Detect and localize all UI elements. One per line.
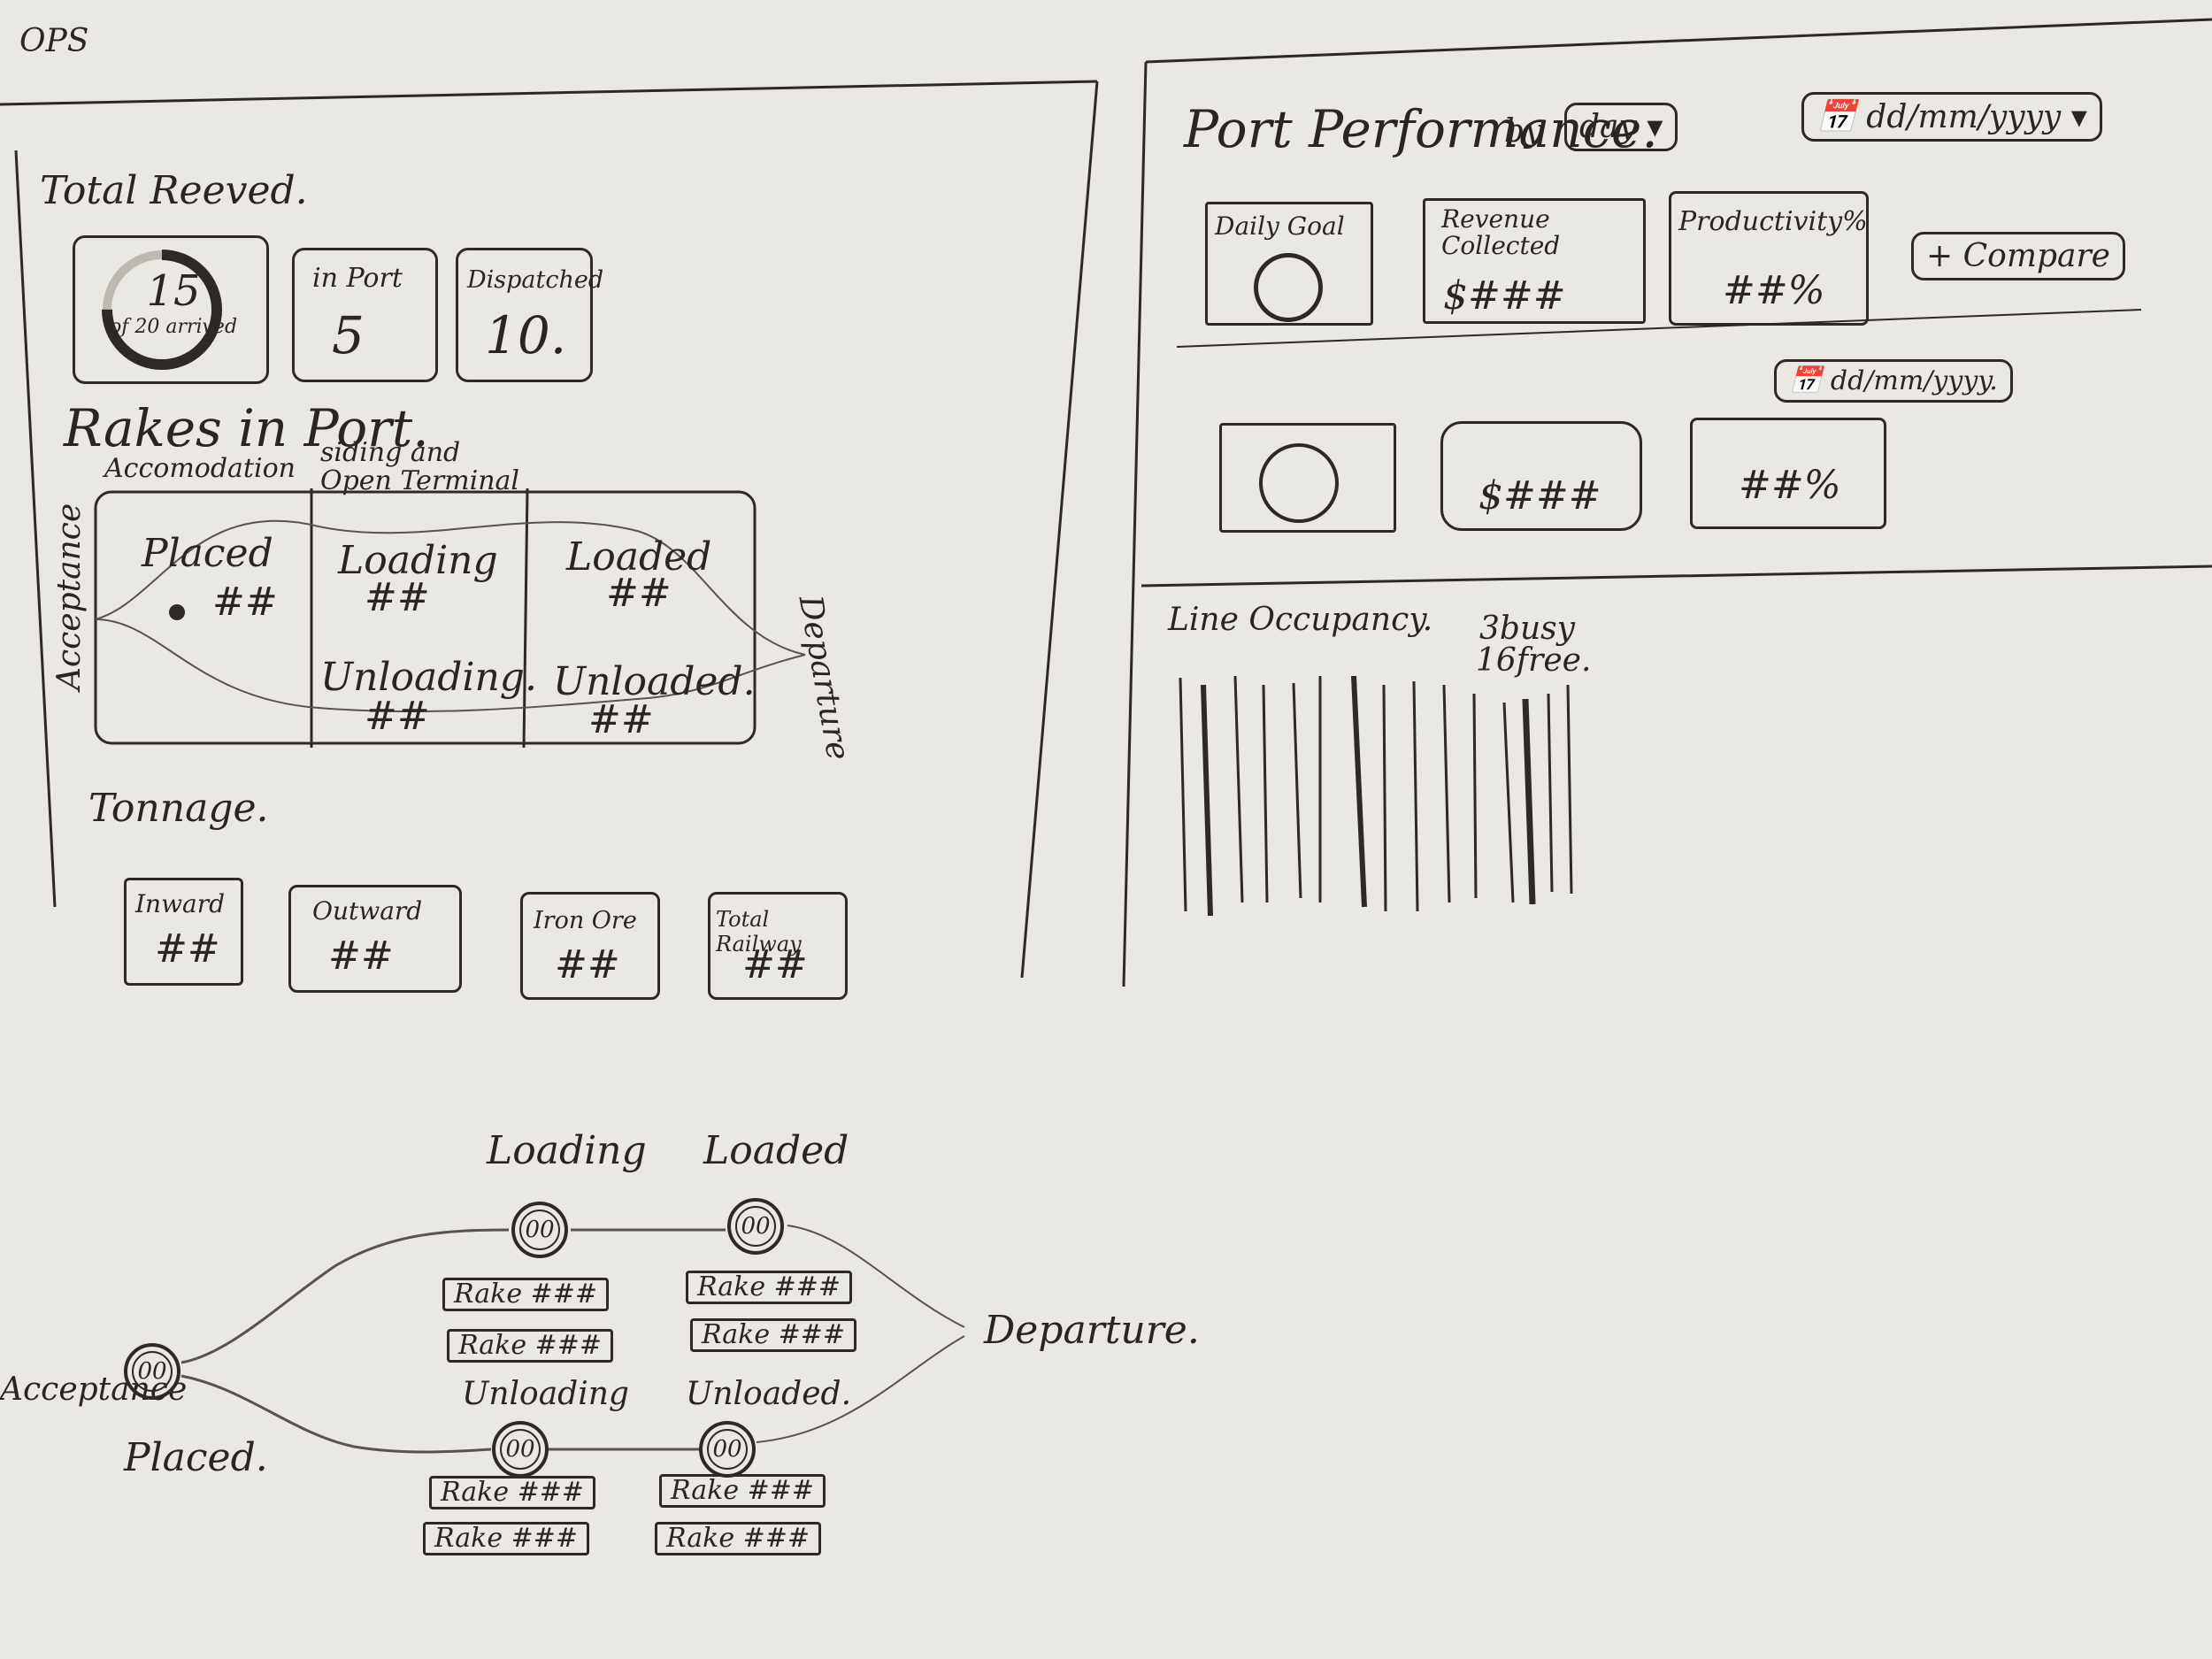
in-port-value: 5: [332, 305, 365, 365]
unloading-label: Unloading.: [320, 655, 537, 700]
tonnage-total-railway-card[interactable]: Total Railway ##: [708, 892, 848, 1000]
compare-date-picker[interactable]: 📅 dd/mm/yyyy.: [1774, 359, 2013, 403]
flow-unloaded-label: Unloaded.: [686, 1376, 852, 1412]
received-subtext: of 20 arrived: [109, 316, 238, 338]
in-port-label: in Port: [312, 263, 403, 294]
placed-node[interactable]: 00: [124, 1343, 180, 1400]
compare-productivity-value: ##%: [1739, 463, 1841, 508]
revenue-card[interactable]: Revenue Collected $###: [1423, 198, 1646, 324]
dispatched-label: Dispatched: [467, 266, 604, 294]
rakes-grid: [94, 488, 806, 749]
unloaded-node[interactable]: 00: [699, 1421, 756, 1478]
loading-rake-2[interactable]: Rake ###: [447, 1329, 614, 1363]
daily-goal-label: Daily Goal: [1215, 211, 1345, 241]
tonnage-title: Tonnage.: [88, 786, 269, 831]
loading-node[interactable]: 00: [511, 1202, 568, 1258]
line-occupancy-free: 16free.: [1476, 642, 1592, 679]
productivity-card[interactable]: Productivity% ##%: [1669, 191, 1869, 326]
tonnage-iron-ore-label: Iron Ore: [534, 907, 637, 934]
tonnage-iron-ore-value: ##: [555, 942, 620, 987]
tonnage-outward-card[interactable]: Outward ##: [288, 885, 462, 993]
chevron-down-icon: ▾: [2070, 99, 2087, 135]
in-port-card[interactable]: in Port 5: [292, 248, 438, 382]
tonnage-iron-ore-card[interactable]: Iron Ore ##: [520, 892, 660, 1000]
revenue-value: $###: [1443, 273, 1566, 319]
unloading-rake-2[interactable]: Rake ###: [423, 1522, 590, 1555]
calendar-icon: 📅: [1789, 365, 1823, 396]
flow-loading-label: Loading: [487, 1128, 647, 1173]
siding-header: siding and Open Terminal: [320, 437, 520, 496]
tonnage-outward-value: ##: [328, 933, 394, 979]
total-received-title: Total Reeved.: [40, 168, 308, 213]
tonnage-total-railway-label: Total Railway: [716, 907, 802, 956]
compare-daily-goal-ring: [1259, 443, 1339, 523]
period-select[interactable]: day ▾: [1564, 103, 1678, 151]
loaded-value: ##: [606, 571, 672, 616]
received-value: 15: [146, 266, 201, 316]
unloading-value: ##: [365, 694, 430, 739]
tonnage-inward-label: Inward: [135, 889, 226, 918]
line-occupancy-busy: 3busy: [1479, 611, 1575, 647]
tonnage-outward-label: Outward: [312, 896, 423, 926]
flow-departure-label: Departure.: [984, 1308, 1200, 1353]
by-label: by: [1504, 113, 1543, 150]
compare-productivity-card[interactable]: ##%: [1690, 418, 1886, 529]
tonnage-inward-card[interactable]: Inward ##: [124, 878, 243, 986]
productivity-label: Productivity%: [1678, 206, 1868, 237]
rakes-in-port-title: Rakes in Port.: [64, 398, 429, 458]
placed-value: ##: [212, 580, 278, 625]
loading-label: Loading: [338, 538, 498, 583]
unloaded-rake-2[interactable]: Rake ###: [655, 1522, 822, 1555]
productivity-value: ##%: [1723, 268, 1825, 313]
tonnage-total-railway-value: ##: [742, 942, 808, 987]
compare-date-picker-value: dd/mm/yyyy.: [1830, 365, 1998, 396]
date-picker-value: dd/mm/yyyy: [1866, 99, 2062, 135]
date-picker[interactable]: 📅 dd/mm/yyyy ▾: [1801, 92, 2102, 142]
line-occupancy-title: Line Occupancy.: [1168, 602, 1433, 638]
placed-label: Placed: [142, 531, 273, 576]
received-progress-ring: [102, 250, 222, 370]
loading-rake-1[interactable]: Rake ###: [442, 1278, 610, 1311]
flow-loaded-label: Loaded: [703, 1128, 849, 1173]
period-select-value: day: [1579, 109, 1637, 145]
line-occupancy-tracks: [1179, 675, 1573, 917]
compare-revenue-value: $###: [1479, 473, 1601, 518]
unloaded-label: Unloaded.: [553, 659, 756, 704]
loading-value: ##: [365, 575, 430, 620]
accommodation-header: Accomodation: [104, 453, 296, 484]
tonnage-inward-value: ##: [155, 926, 220, 972]
loaded-rake-1[interactable]: Rake ###: [686, 1271, 853, 1304]
ops-label: OPS: [19, 23, 89, 59]
compare-revenue-card[interactable]: $###: [1440, 421, 1642, 531]
received-card[interactable]: 15 of 20 arrived: [73, 235, 269, 384]
compare-daily-goal-card[interactable]: [1219, 423, 1396, 533]
unloading-node[interactable]: 00: [492, 1421, 549, 1478]
flow-placed-label: Placed.: [124, 1435, 268, 1480]
unloaded-rake-1[interactable]: Rake ###: [659, 1474, 826, 1508]
loaded-rake-2[interactable]: Rake ###: [690, 1318, 857, 1352]
compare-button[interactable]: + Compare: [1911, 232, 2125, 280]
flow-unloading-label: Unloading: [462, 1376, 629, 1412]
unloaded-value: ##: [588, 697, 654, 742]
loaded-label: Loaded: [566, 534, 712, 580]
daily-goal-ring: [1254, 253, 1323, 322]
flow-connectors: [180, 1225, 965, 1454]
unloading-rake-1[interactable]: Rake ###: [429, 1476, 596, 1509]
calendar-icon: 📅: [1816, 99, 1856, 135]
dispatched-card[interactable]: Dispatched 10.: [456, 248, 603, 382]
revenue-label: Revenue Collected: [1441, 204, 1561, 260]
loaded-node[interactable]: 00: [727, 1198, 784, 1255]
dispatched-value: 10.: [485, 305, 567, 365]
daily-goal-card[interactable]: Daily Goal: [1205, 202, 1373, 326]
chevron-down-icon: ▾: [1647, 109, 1663, 145]
